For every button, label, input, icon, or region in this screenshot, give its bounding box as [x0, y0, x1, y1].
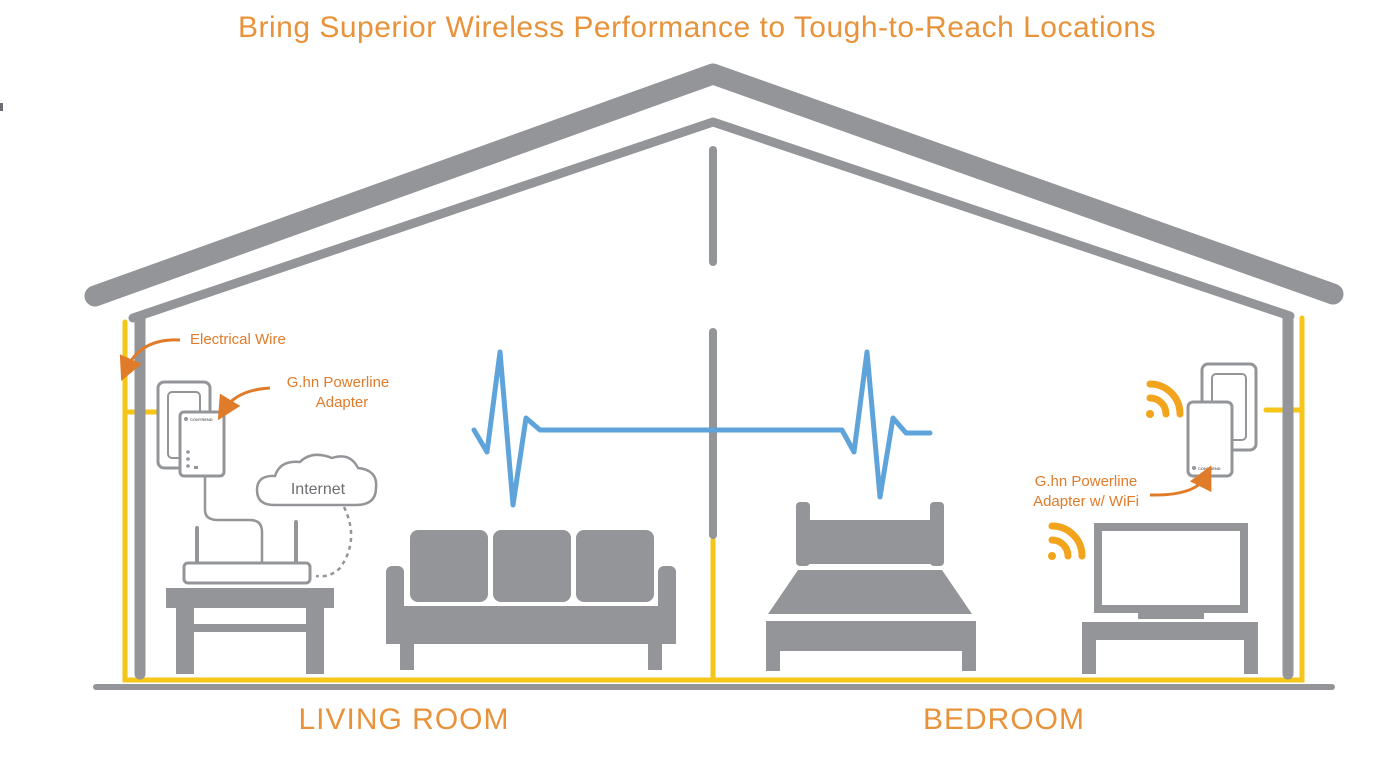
ethernet-cable [203, 476, 264, 565]
router-icon [182, 520, 312, 585]
callout-right-adapter-line2: Adapter w/ WiFi [1033, 493, 1139, 510]
powerline-signal [251, 349, 1179, 508]
callout-left-adapter-line2: Adapter [316, 394, 369, 411]
adapter-brand: CONTREND [1198, 466, 1221, 471]
side-table [166, 588, 334, 674]
adapter-body [178, 410, 226, 478]
wifi-signal-icon [1146, 380, 1184, 418]
room-label-living-room: LIVING ROOM [298, 703, 509, 736]
cloud-icon: Internet [255, 453, 378, 507]
callout-right-adapter-line1: G.hn Powerline [1035, 473, 1138, 490]
wifi-signal-icon [1048, 522, 1086, 560]
bed-icon [766, 502, 976, 671]
sofa-icon [386, 530, 676, 670]
internet-link [315, 506, 353, 578]
callout-electrical-wire: Electrical Wire [190, 331, 286, 348]
tv-icon [1082, 523, 1258, 674]
callout-left-adapter-line1: G.hn Powerline [287, 374, 390, 391]
callout-arrow-right-adapter [1149, 465, 1212, 497]
callout-arrow-left-adapter [217, 386, 271, 421]
adapter-brand: CONTREND [190, 417, 213, 422]
left-powerline-adapter: CONTREND [156, 380, 226, 478]
callout-arrow-electrical-wire [119, 338, 181, 381]
room-label-bedroom: BEDROOM [923, 703, 1085, 736]
adapter-body [1186, 400, 1234, 478]
diagram-title: Bring Superior Wireless Performance to T… [238, 11, 1156, 44]
right-powerline-wifi-adapter: CONTREND [1186, 362, 1258, 478]
edge-mark [0, 103, 3, 111]
cloud-label: Internet [291, 481, 346, 498]
